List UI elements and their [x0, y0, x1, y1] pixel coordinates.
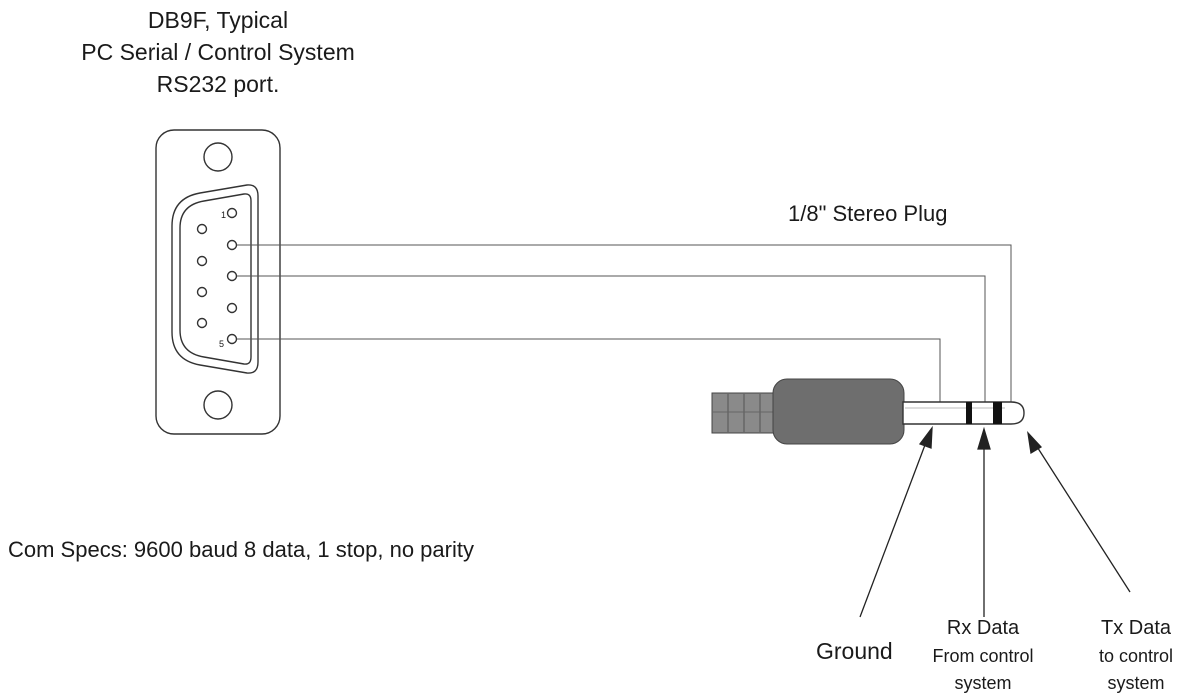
db9-pin-2 [226, 239, 238, 251]
wire-pin2-to-tip [237, 244, 1012, 402]
db9-pin-5 [226, 333, 238, 345]
callout-arrows [859, 425, 1131, 618]
db9-pin-9 [196, 317, 208, 329]
db9-shell [155, 129, 281, 435]
db9-title-line-3: RS232 port. [157, 71, 280, 97]
db9-pin-6 [196, 223, 208, 235]
tx-sub-line-2: system [1107, 673, 1164, 693]
ground-label: Ground [816, 638, 893, 664]
stereo-plug [711, 378, 1025, 445]
db9-mount-hole-bottom [203, 390, 233, 420]
arrow-ground-line [859, 436, 929, 618]
rx-sub-line-2: system [954, 673, 1011, 693]
db9-pin-1 [226, 207, 238, 219]
db9-pin-4 [226, 302, 238, 314]
plug-shaft [902, 401, 1025, 425]
tx-sub-line-1: to control [1099, 646, 1173, 666]
wire-pin5-to-sleeve [237, 338, 941, 402]
rx-label: Rx Data [947, 617, 1020, 639]
arrow-rx-head [977, 426, 991, 450]
plug-body [772, 378, 905, 445]
plug-band-ring-tip [993, 402, 1002, 424]
db9-pin-8 [196, 286, 208, 298]
db9-mount-hole-top [203, 142, 233, 172]
arrow-ground-head [918, 425, 933, 449]
db9-title: DB9F, Typical PC Serial / Control System… [81, 7, 355, 97]
arrow-tx-line [1033, 441, 1131, 593]
plug-band-sleeve-ring [966, 402, 972, 424]
plug-title: 1/8" Stereo Plug [788, 201, 947, 226]
db9-title-line-2: PC Serial / Control System [81, 39, 355, 65]
db9-pin-7 [196, 255, 208, 267]
db9-connector [155, 129, 281, 435]
db9-shroud-outer [171, 184, 259, 374]
arrow-tx-head [1027, 431, 1043, 455]
db9-pin-3 [226, 270, 238, 282]
com-specs: Com Specs: 9600 baud 8 data, 1 stop, no … [8, 537, 474, 562]
db9-pin-1-label: 1 [221, 210, 226, 220]
wire-pin3-to-ring [237, 275, 986, 402]
wires [237, 244, 1012, 402]
tx-label: Tx Data [1101, 617, 1172, 639]
db9-pin-5-label: 5 [219, 339, 224, 349]
rx-sub-line-1: From control [932, 646, 1033, 666]
db9-shroud-inner [179, 193, 252, 365]
db9-title-line-1: DB9F, Typical [148, 7, 288, 33]
plug-strain-relief [711, 392, 779, 434]
